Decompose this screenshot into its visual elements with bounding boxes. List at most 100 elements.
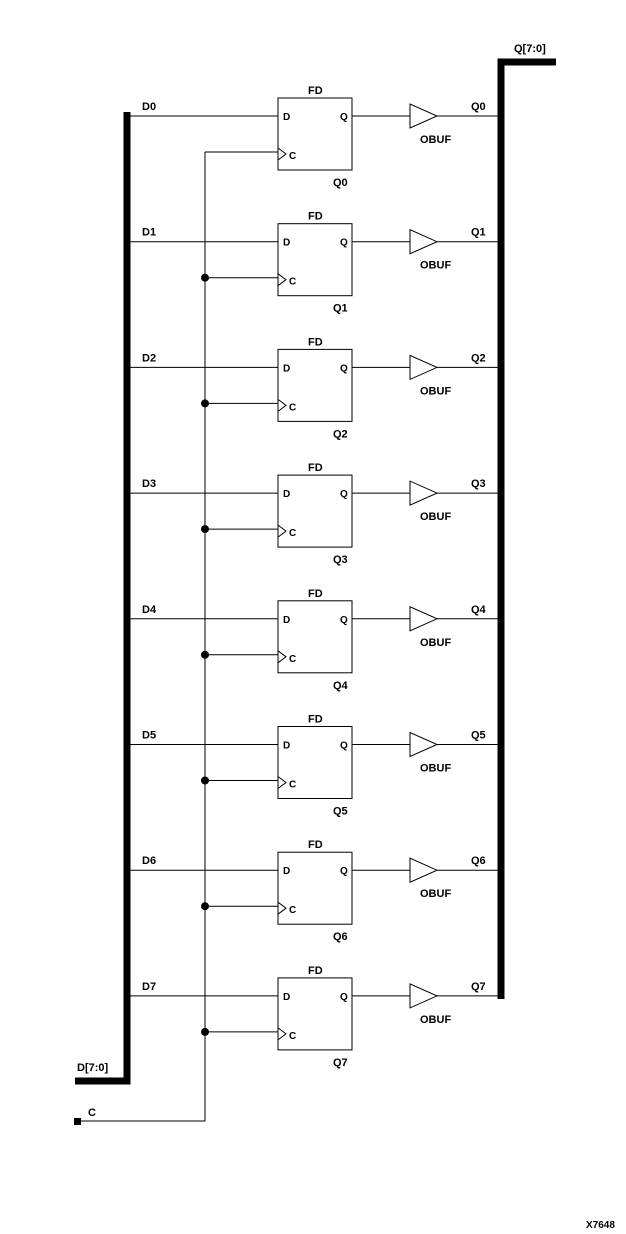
q-pin-label: Q [340, 866, 348, 877]
junction-dot [201, 902, 209, 911]
flip-flop-instance-label: Q5 [333, 806, 348, 818]
obuf-label: OBUF [420, 511, 451, 523]
flip-flop [277, 977, 353, 1051]
q-pin-label: Q [340, 615, 348, 626]
q-pin-label: Q [340, 112, 348, 123]
clock-edge-icon [277, 901, 287, 915]
obuf-label: OBUF [420, 888, 451, 900]
clock-edge-icon [277, 650, 287, 664]
clock-edge-icon [277, 273, 287, 287]
clock-pin-label: C [289, 654, 296, 665]
obuf-label: OBUF [420, 385, 451, 397]
flip-flop [277, 851, 353, 925]
input-bus-label: D[7:0] [77, 1062, 109, 1074]
obuf-label: OBUF [420, 1014, 451, 1026]
flip-flop [277, 97, 353, 171]
flip-flop [277, 223, 353, 297]
d-net-label: D4 [142, 604, 157, 616]
obuf-label: OBUF [420, 260, 451, 272]
flip-flop-instance-label: Q4 [333, 680, 349, 692]
q-net-label: Q5 [471, 730, 486, 742]
junction-dot [201, 399, 209, 408]
q-net-label: Q3 [471, 478, 486, 490]
d-pin-label: D [283, 489, 290, 500]
q-pin-label: Q [340, 363, 348, 374]
flip-flop-type-label: FD [308, 965, 323, 977]
obuf-label: OBUF [420, 637, 451, 649]
obuf-icon [409, 480, 439, 506]
flip-flop-type-label: FD [308, 462, 323, 474]
flip-flop-type-label: FD [308, 211, 323, 223]
flip-flop-instance-label: Q6 [333, 931, 348, 943]
obuf-icon [409, 983, 439, 1009]
flip-flop [277, 726, 353, 799]
q-net-label: Q6 [471, 855, 486, 867]
input-bus [75, 112, 131, 1085]
obuf-label: OBUF [420, 134, 451, 146]
clock-pin-label: C [289, 151, 296, 162]
flip-flop-type-label: FD [308, 714, 323, 726]
obuf-icon [409, 103, 439, 129]
flip-flop-type-label: FD [308, 85, 323, 97]
flip-flop-instance-label: Q7 [333, 1057, 348, 1069]
clock-edge-icon [277, 1027, 287, 1041]
d-pin-label: D [283, 363, 290, 374]
clock-pin-label: C [289, 1031, 296, 1042]
clock-pin-label: C [289, 905, 296, 916]
output-bus [497, 58, 556, 999]
clock-edge-icon [277, 776, 287, 789]
clock-label: C [88, 1107, 96, 1119]
junction-dot [201, 525, 209, 534]
q-pin-label: Q [340, 238, 348, 249]
d-net-label: D6 [142, 855, 156, 867]
obuf-icon [409, 228, 439, 255]
flip-flop-instance-label: Q2 [333, 428, 348, 440]
junction-dot [201, 776, 209, 785]
flip-flop-type-label: FD [308, 336, 323, 348]
flip-flop [277, 348, 353, 422]
clock-edge-icon [277, 524, 287, 538]
clock-net [81, 152, 206, 1122]
clock-pin-label: C [289, 402, 296, 413]
q-net-label: Q2 [471, 352, 486, 364]
junction-dot [201, 1027, 209, 1036]
flip-flop-type-label: FD [308, 839, 323, 851]
flip-flop-type-label: FD [308, 588, 323, 600]
obuf-icon [409, 857, 439, 883]
q-pin-label: Q [340, 741, 348, 752]
obuf-label: OBUF [420, 763, 451, 775]
d-net-label: D0 [142, 101, 156, 113]
flip-flop-instance-label: Q3 [333, 554, 348, 566]
d-pin-label: D [283, 615, 290, 626]
d-net-label: D1 [142, 227, 156, 239]
obuf-icon [409, 354, 439, 381]
clock-port [74, 1118, 81, 1125]
d-net-label: D2 [142, 352, 156, 364]
figure-id: X7648 [586, 1220, 615, 1231]
q-net-label: Q7 [471, 981, 486, 993]
q-pin-label: Q [340, 489, 348, 500]
clock-pin-label: C [289, 528, 296, 539]
q-net-label: Q0 [471, 101, 486, 113]
flip-flop-instance-label: Q0 [333, 177, 348, 189]
clock-edge-icon [277, 147, 287, 161]
flip-flop [277, 600, 353, 674]
d-pin-label: D [283, 866, 290, 877]
clock-pin-label: C [289, 277, 296, 288]
clock-edge-icon [277, 398, 287, 412]
q-net-label: Q4 [471, 604, 487, 616]
output-bus-label: Q[7:0] [514, 43, 546, 55]
obuf-icon [409, 606, 439, 632]
d-pin-label: D [283, 238, 290, 249]
d-net-label: D7 [142, 981, 156, 993]
d-net-label: D3 [142, 478, 156, 490]
